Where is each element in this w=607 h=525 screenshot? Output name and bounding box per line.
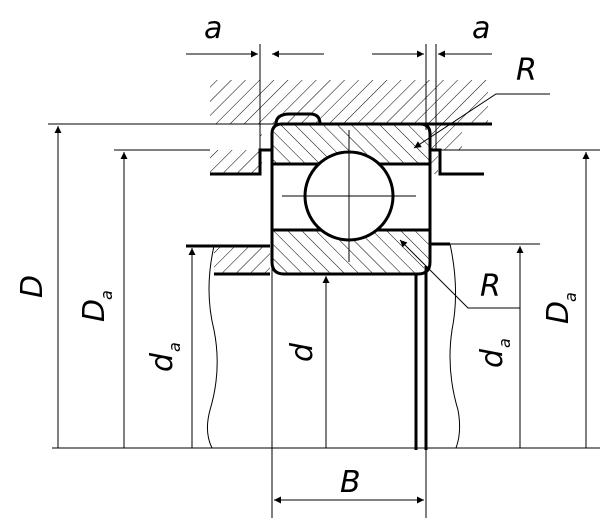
dimension-labels: a a R R B D D a d a d d a D a (15, 11, 580, 500)
label-da-left: d (145, 352, 180, 372)
label-Da-left-sub: a (97, 290, 116, 300)
label-Da-right-sub: a (561, 292, 580, 302)
label-a-right: a (472, 11, 490, 46)
label-da-left-sub: a (165, 342, 184, 352)
label-da-right-sub: a (495, 338, 514, 348)
label-R-top: R (516, 53, 537, 88)
label-B: B (340, 465, 361, 500)
label-a-left: a (204, 11, 222, 46)
label-da-right: d (475, 348, 510, 368)
label-d: d (285, 342, 320, 362)
bearing (270, 112, 432, 276)
dimension-lines (54, 50, 590, 504)
extension-lines (48, 44, 600, 518)
label-Da-left: D (77, 299, 112, 322)
label-D: D (15, 275, 50, 298)
label-Da-right: D (541, 301, 576, 324)
shaft-section (186, 242, 450, 450)
label-R-bottom: R (480, 269, 501, 304)
